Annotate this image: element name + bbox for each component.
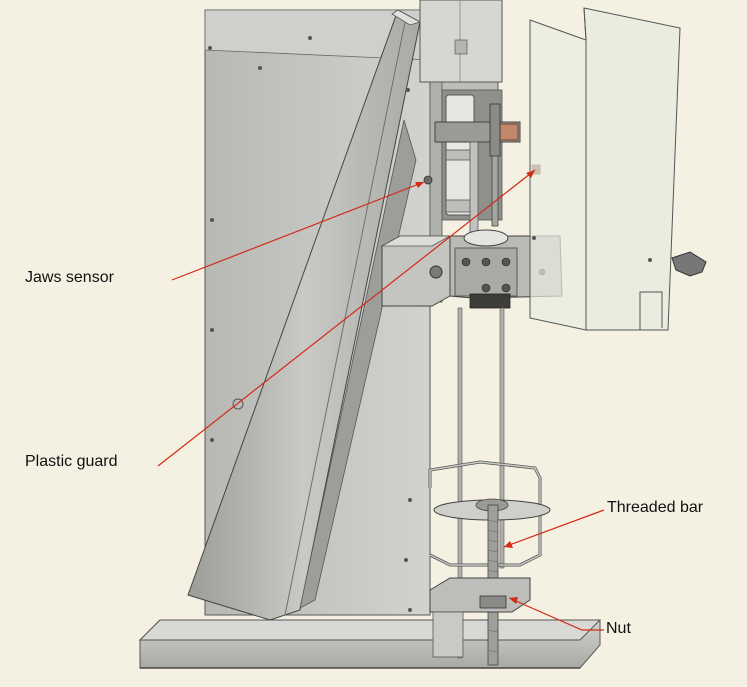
label-threaded-bar: Threaded bar bbox=[607, 499, 704, 516]
plastic-guard bbox=[529, 7, 707, 331]
front-panel bbox=[187, 9, 422, 621]
leader-threaded-bar bbox=[503, 509, 605, 548]
leader-jaws-sensor bbox=[171, 181, 425, 281]
label-plastic-guard: Plastic guard bbox=[25, 453, 118, 470]
leader-nut bbox=[508, 597, 604, 631]
base-plate bbox=[138, 619, 602, 669]
threaded-bar-assembly bbox=[429, 504, 531, 666]
jaw-bar bbox=[434, 103, 541, 233]
leader-lines bbox=[157, 169, 605, 631]
label-jaws-sensor: Jaws sensor bbox=[25, 269, 114, 286]
leader-plastic-guard bbox=[157, 169, 536, 467]
holder-cage bbox=[428, 460, 551, 567]
label-nut: Nut bbox=[606, 620, 631, 637]
guide-rods bbox=[457, 307, 505, 659]
guard-knob-icon[interactable] bbox=[671, 251, 707, 277]
